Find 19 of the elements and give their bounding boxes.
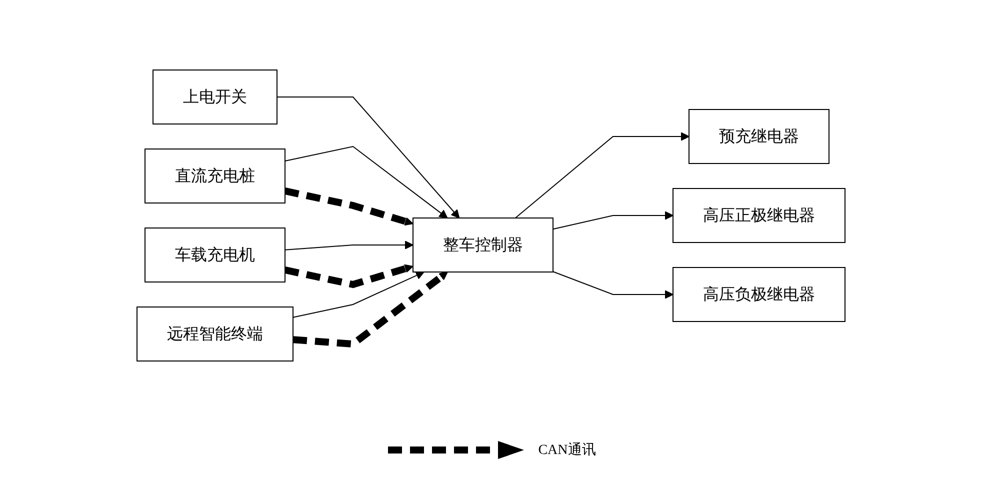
arrow xyxy=(292,270,424,318)
arrow xyxy=(552,270,674,298)
node-box: 整车控制器 xyxy=(412,217,554,272)
arrow xyxy=(284,187,414,226)
arrow xyxy=(514,132,690,218)
node-box: 上电开关 xyxy=(152,69,278,124)
arrow xyxy=(284,240,414,250)
arrow xyxy=(276,96,460,218)
node-box: 高压正极继电器 xyxy=(672,188,846,242)
node-box: 直流充电桩 xyxy=(144,148,286,203)
node-box: 车载充电机 xyxy=(144,227,286,282)
arrow xyxy=(292,271,448,348)
node-box: 预充继电器 xyxy=(688,108,830,164)
node-box: 远程智能终端 xyxy=(136,306,294,361)
arrow xyxy=(284,264,414,288)
arrow xyxy=(552,210,674,230)
arrow xyxy=(284,145,448,218)
legend-text: CAN通讯 xyxy=(538,442,596,459)
node-box: 高压负极继电器 xyxy=(672,266,846,322)
